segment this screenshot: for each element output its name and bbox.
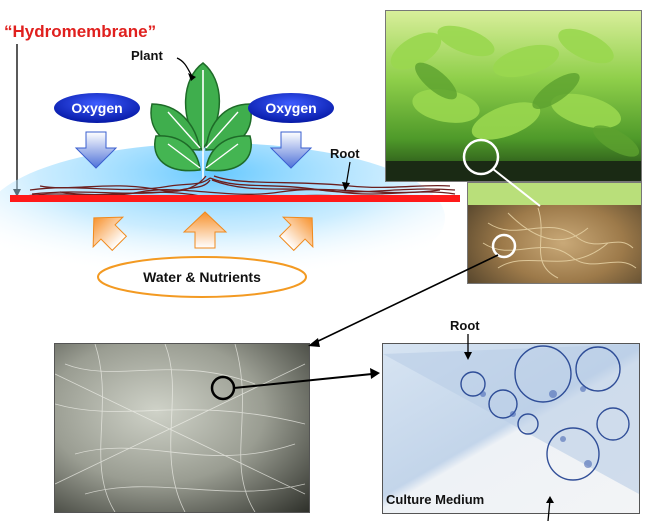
plant-icon [150, 62, 252, 180]
hydromembrane-title: “Hydromembrane” [4, 22, 157, 41]
water-nutrients-badge [97, 256, 307, 298]
membrane-closeup-photo [54, 343, 310, 513]
root-label-micrograph: Root [450, 318, 480, 333]
membrane-fibers-art [55, 344, 306, 512]
root-mass-art [468, 183, 641, 279]
water-nutrients-label: Water & Nutrients [143, 269, 261, 285]
oxygen-arrow-left-icon [74, 131, 118, 169]
culture-medium-label: Culture Medium [386, 492, 485, 507]
oxygen-label-right: Oxygen [265, 100, 316, 116]
micrograph-photo [382, 343, 640, 514]
plant-label: Plant [131, 48, 163, 63]
oxygen-badge-right [248, 93, 334, 123]
lettuce-photo [385, 10, 642, 182]
oxygen-badge-left [54, 93, 140, 123]
lettuce-leaves-art [386, 25, 641, 181]
oxygen-label-left: Oxygen [71, 100, 122, 116]
nutrient-arrow-left-icon [92, 216, 128, 252]
root-label-top: Root [330, 146, 360, 161]
root-mass-photo [467, 182, 642, 284]
roots-drawing [24, 175, 456, 201]
nutrient-arrow-right-icon [278, 216, 314, 252]
nutrient-arrow-up-icon [182, 211, 228, 249]
oxygen-arrow-right-icon [269, 131, 313, 169]
membrane-bar [10, 195, 460, 202]
micrograph-cells-art [383, 344, 639, 494]
